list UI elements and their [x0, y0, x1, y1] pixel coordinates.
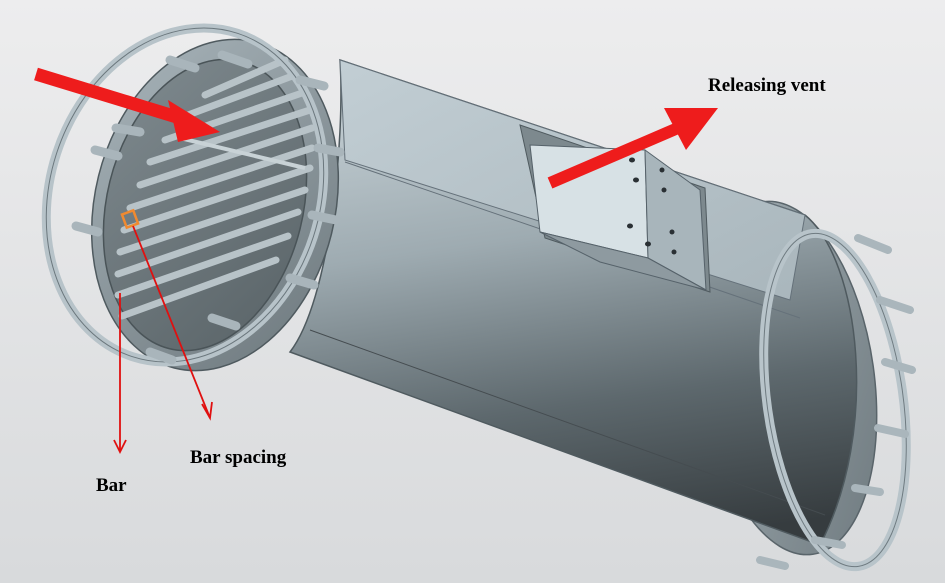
bar-pointer — [113, 293, 127, 455]
body-edge-line — [309, 329, 826, 516]
rear-ring-cage — [759, 228, 911, 572]
front-ring-cage-edge — [45, 27, 325, 363]
bar-spacing-label: Bar spacing — [190, 447, 287, 468]
outlet-arrow — [547, 108, 718, 189]
rear-ring-rods — [756, 234, 916, 570]
screen-bars — [114, 56, 316, 320]
releasing-vent-label: Releasing vent — [708, 75, 826, 96]
vent-bottom — [539, 231, 707, 291]
cross-support — [179, 136, 306, 170]
bar-label: Bar — [96, 475, 127, 496]
inlet-arrow — [34, 67, 220, 142]
bar-spacing-pointer — [132, 225, 213, 421]
bar-spacing-highlight — [120, 208, 140, 230]
front-ring-rods — [71, 50, 345, 365]
vent-holes — [627, 157, 677, 255]
